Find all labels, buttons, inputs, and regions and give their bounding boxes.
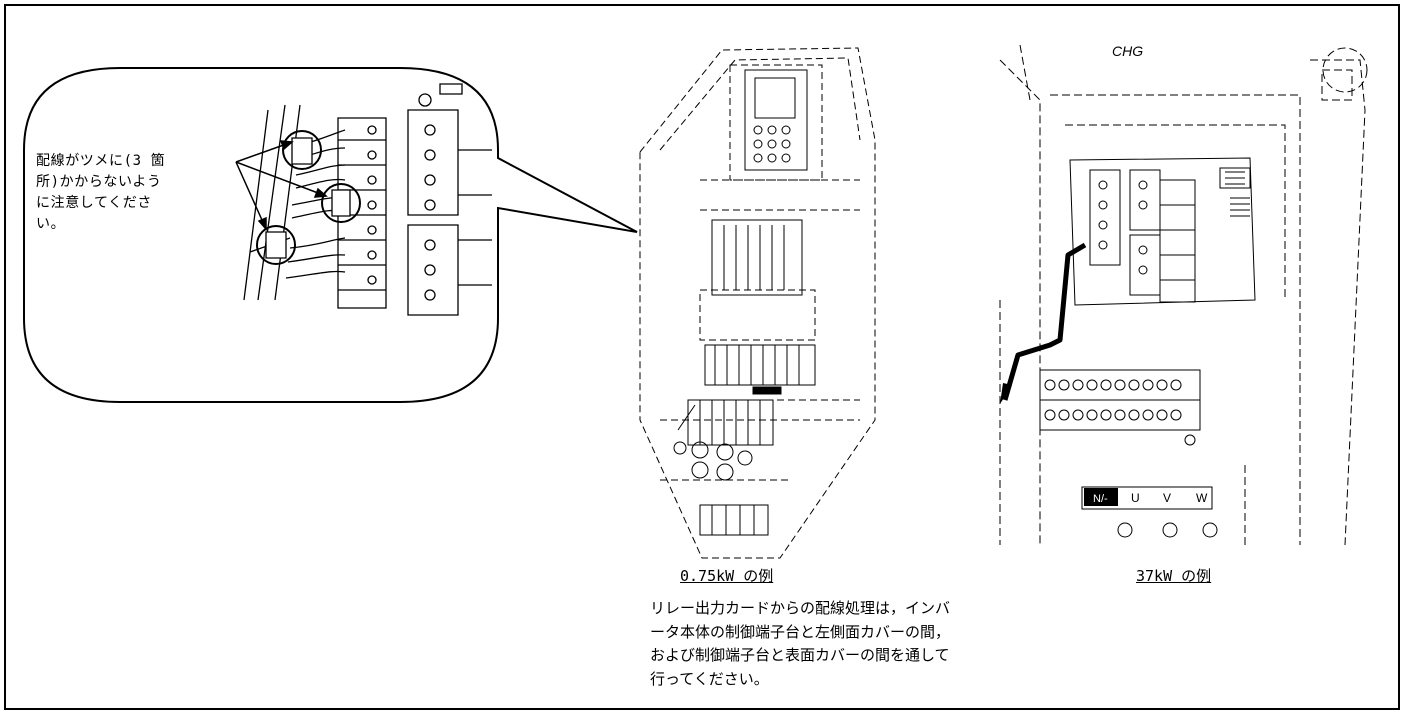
large-wiring-route xyxy=(1005,245,1085,400)
large-inverter-figure xyxy=(1000,45,1367,545)
callout-note-text: 配線がツメに(3 箇 所)かからないよう に注意してくださ い。 xyxy=(36,153,166,232)
callout-arrows xyxy=(236,141,326,229)
large-n-label-bg xyxy=(1084,488,1118,506)
callout-bubble xyxy=(24,68,637,402)
large-chg-label: CHG xyxy=(1112,43,1143,59)
small-figure-caption: 0.75kW の例 xyxy=(680,567,774,585)
large-terminal-label-n: N/- xyxy=(1093,493,1108,505)
large-terminal-label-w: W xyxy=(1196,491,1208,505)
large-inverter-detail xyxy=(1040,158,1255,537)
callout-wiring-detail xyxy=(244,84,492,315)
large-terminal-label-v: V xyxy=(1163,491,1171,505)
large-figure-caption: 37kW の例 xyxy=(1136,567,1212,585)
small-inverter-detail xyxy=(674,126,815,535)
large-terminal-label-u: U xyxy=(1131,491,1140,505)
large-wiring-arrowhead xyxy=(1000,383,1012,404)
wiring-instruction-note: リレー出力カードからの配線処理は，インバ ータ本体の制御端子台と左側面カバーの間… xyxy=(650,599,951,688)
small-inverter-figure xyxy=(640,48,875,558)
